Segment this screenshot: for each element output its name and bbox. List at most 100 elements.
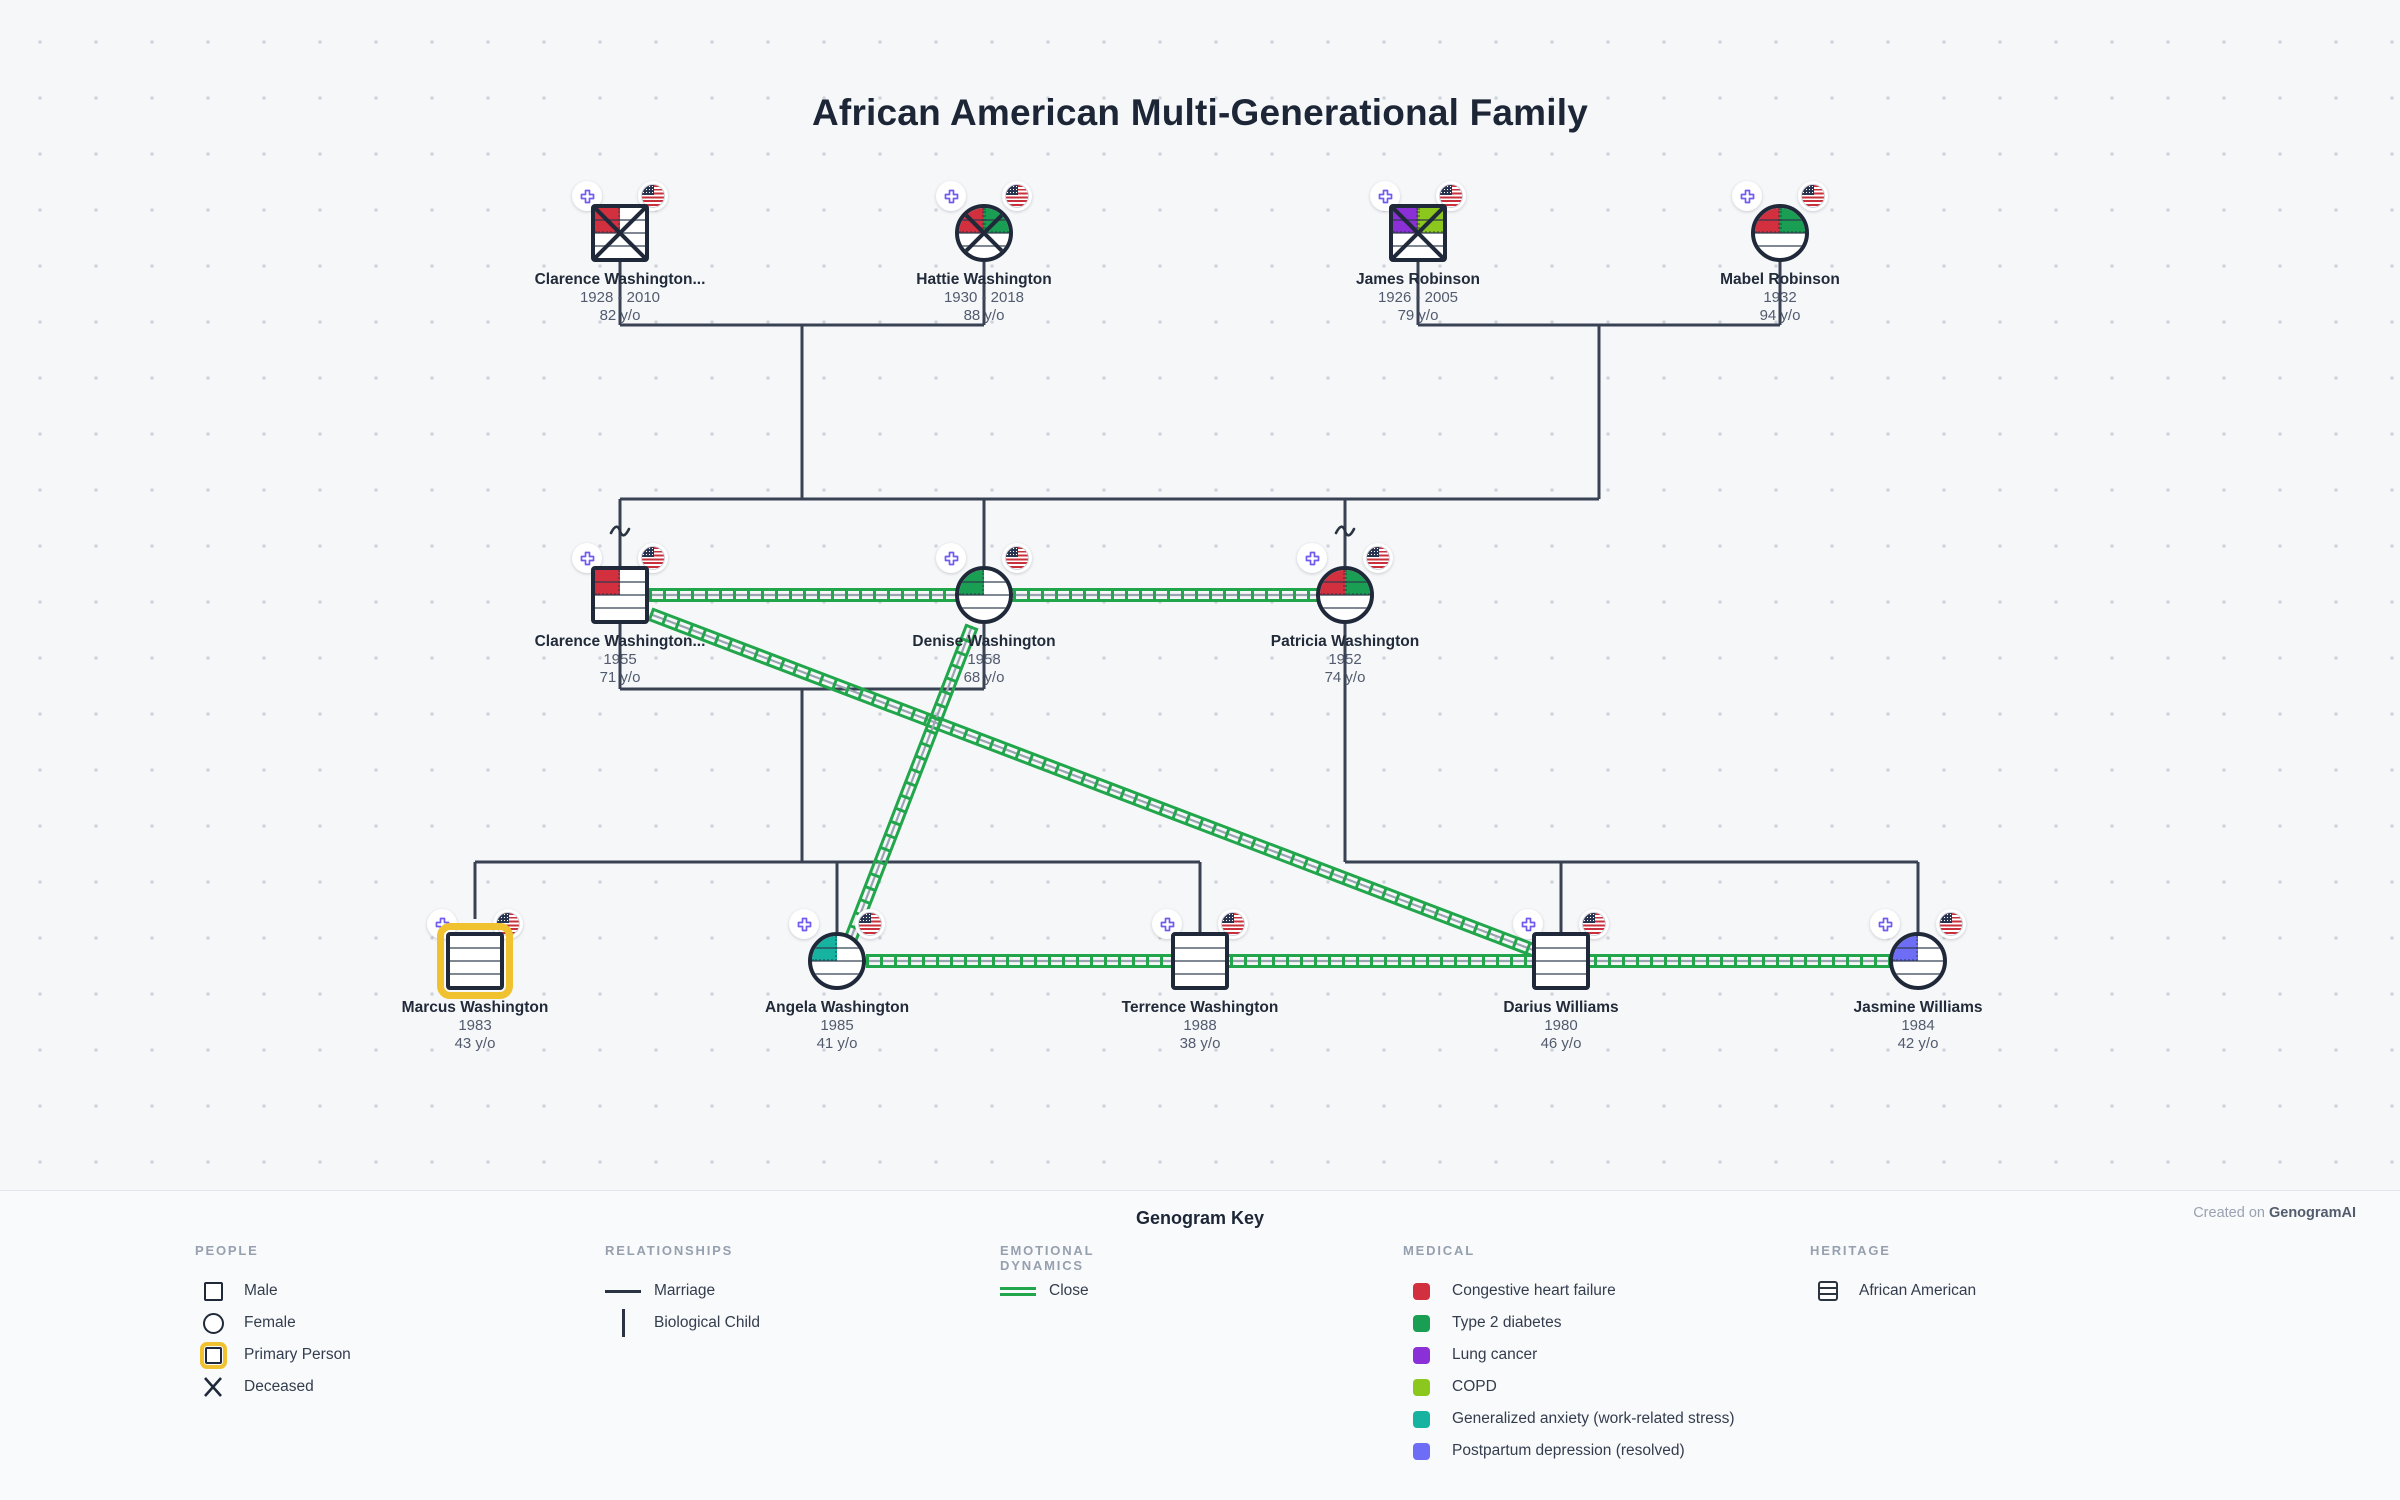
person-age: 88 y/o	[963, 307, 1005, 324]
flag-canton	[1222, 913, 1235, 924]
node-action-plus-button[interactable]	[1732, 181, 1762, 211]
heritage-stripes-overlay	[959, 570, 1009, 620]
key-section-heading: HERITAGE	[1810, 1243, 1891, 1258]
person-node-shape[interactable]	[808, 932, 866, 990]
key-item-icon-wrap	[1403, 1410, 1439, 1428]
person-darius	[1513, 909, 1609, 990]
person-years: 1926 - 2005	[1377, 289, 1459, 306]
move-plus-icon	[1305, 551, 1319, 565]
move-plus-icon	[1878, 917, 1892, 931]
person-node-shape[interactable]	[437, 923, 513, 999]
us-flag-badge	[1936, 909, 1966, 939]
heritage-stripe	[1820, 1287, 1836, 1289]
key-item-label: Biological Child	[654, 1314, 760, 1331]
key-item: Postpartum depression (resolved)	[1403, 1439, 1685, 1463]
genogram-canvas[interactable]: African American Multi-Generational Fami…	[0, 0, 2400, 1190]
heritage-stripes-overlay	[1755, 208, 1805, 258]
person-name: Denise Washington	[912, 633, 1056, 650]
person-node-shape[interactable]	[1171, 932, 1229, 990]
node-action-plus-button[interactable]	[1870, 909, 1900, 939]
ppd-swatch	[1412, 1442, 1430, 1460]
key-item-label: Female	[244, 1314, 296, 1331]
us-flag-icon	[1005, 184, 1029, 208]
key-section-heading: MEDICAL	[1403, 1243, 1475, 1258]
primary-person-icon	[199, 1341, 227, 1369]
person-node-shape[interactable]	[1389, 204, 1447, 262]
t2d-swatch	[1412, 1314, 1430, 1332]
person-mabel	[1732, 181, 1828, 262]
key-item-label: Congestive heart failure	[1452, 1282, 1616, 1299]
male-icon	[203, 1281, 223, 1301]
relationship-lines-svg	[473, 262, 1920, 968]
flag-canton	[1367, 547, 1380, 558]
person-years: 1984	[1901, 1017, 1935, 1034]
us-flag-icon	[1366, 546, 1390, 570]
key-item: Type 2 diabetes	[1403, 1311, 1561, 1335]
person-age: 74 y/o	[1324, 669, 1366, 686]
person-marcus	[427, 909, 523, 999]
person-node-shape[interactable]	[955, 204, 1013, 262]
move-plus-icon	[797, 917, 811, 931]
heritage-stripes-overlay	[812, 936, 862, 986]
person-years: 1930 - 2018	[943, 289, 1025, 306]
person-node-shape[interactable]	[1316, 566, 1374, 624]
person-name: Mabel Robinson	[1720, 271, 1840, 288]
us-flag-badge	[638, 181, 668, 211]
move-plus-icon	[1740, 189, 1754, 203]
key-item-icon-wrap	[195, 1312, 231, 1334]
child-line-squiggle-mark	[1334, 525, 1356, 537]
key-item: Primary Person	[195, 1341, 351, 1369]
flag-canton	[859, 913, 872, 924]
node-action-plus-button[interactable]	[1297, 543, 1327, 573]
person-node-shape[interactable]	[591, 566, 649, 624]
heritage-stripes-overlay	[450, 936, 500, 986]
move-plus-icon	[1160, 917, 1174, 931]
flag-canton	[1583, 913, 1596, 924]
person-name: Jasmine Williams	[1853, 999, 1983, 1016]
us-flag-badge	[1002, 181, 1032, 211]
key-item-icon-wrap	[1403, 1282, 1439, 1300]
key-item-label: Postpartum depression (resolved)	[1452, 1442, 1685, 1459]
person-age: 68 y/o	[963, 669, 1005, 686]
person-node-shape[interactable]	[1751, 204, 1809, 262]
person-age: 79 y/o	[1397, 307, 1439, 324]
key-item-icon-wrap	[1403, 1314, 1439, 1332]
heritage-stripes-icon	[1818, 1281, 1838, 1301]
move-plus-icon	[580, 551, 594, 565]
key-item-icon-wrap	[1000, 1286, 1036, 1296]
move-plus-icon	[944, 189, 958, 203]
child-line-squiggle-mark	[609, 525, 631, 537]
key-item: Close	[1000, 1279, 1089, 1303]
person-clarence-sr	[572, 181, 668, 262]
key-item-label: Male	[244, 1282, 278, 1299]
move-plus-icon	[1521, 917, 1535, 931]
person-node-shape[interactable]	[955, 566, 1013, 624]
key-item-icon-wrap	[1403, 1346, 1439, 1364]
node-action-plus-button[interactable]	[936, 181, 966, 211]
node-action-plus-button[interactable]	[789, 909, 819, 939]
heritage-stripes-overlay	[1320, 570, 1370, 620]
close-line-icon	[1000, 1286, 1036, 1296]
move-plus-icon	[944, 551, 958, 565]
marriage-line-icon	[605, 1289, 641, 1293]
person-years: 1955	[603, 651, 637, 668]
node-action-plus-button[interactable]	[427, 909, 457, 939]
key-item-icon-wrap	[195, 1341, 231, 1369]
person-age: 41 y/o	[816, 1035, 858, 1052]
key-item-label: COPD	[1452, 1378, 1497, 1395]
person-node-shape[interactable]	[1889, 932, 1947, 990]
person-node-shape[interactable]	[591, 204, 649, 262]
person-node-shape[interactable]	[1532, 932, 1590, 990]
key-item-label: Lung cancer	[1452, 1346, 1538, 1363]
key-section-heading: PEOPLE	[195, 1243, 259, 1258]
key-item-label: Marriage	[654, 1282, 716, 1299]
heritage-stripe	[1820, 1293, 1836, 1295]
heritage-stripes-overlay	[1893, 936, 1943, 986]
person-years: 1985	[820, 1017, 854, 1034]
node-action-plus-button[interactable]	[936, 543, 966, 573]
flag-canton	[497, 913, 510, 924]
